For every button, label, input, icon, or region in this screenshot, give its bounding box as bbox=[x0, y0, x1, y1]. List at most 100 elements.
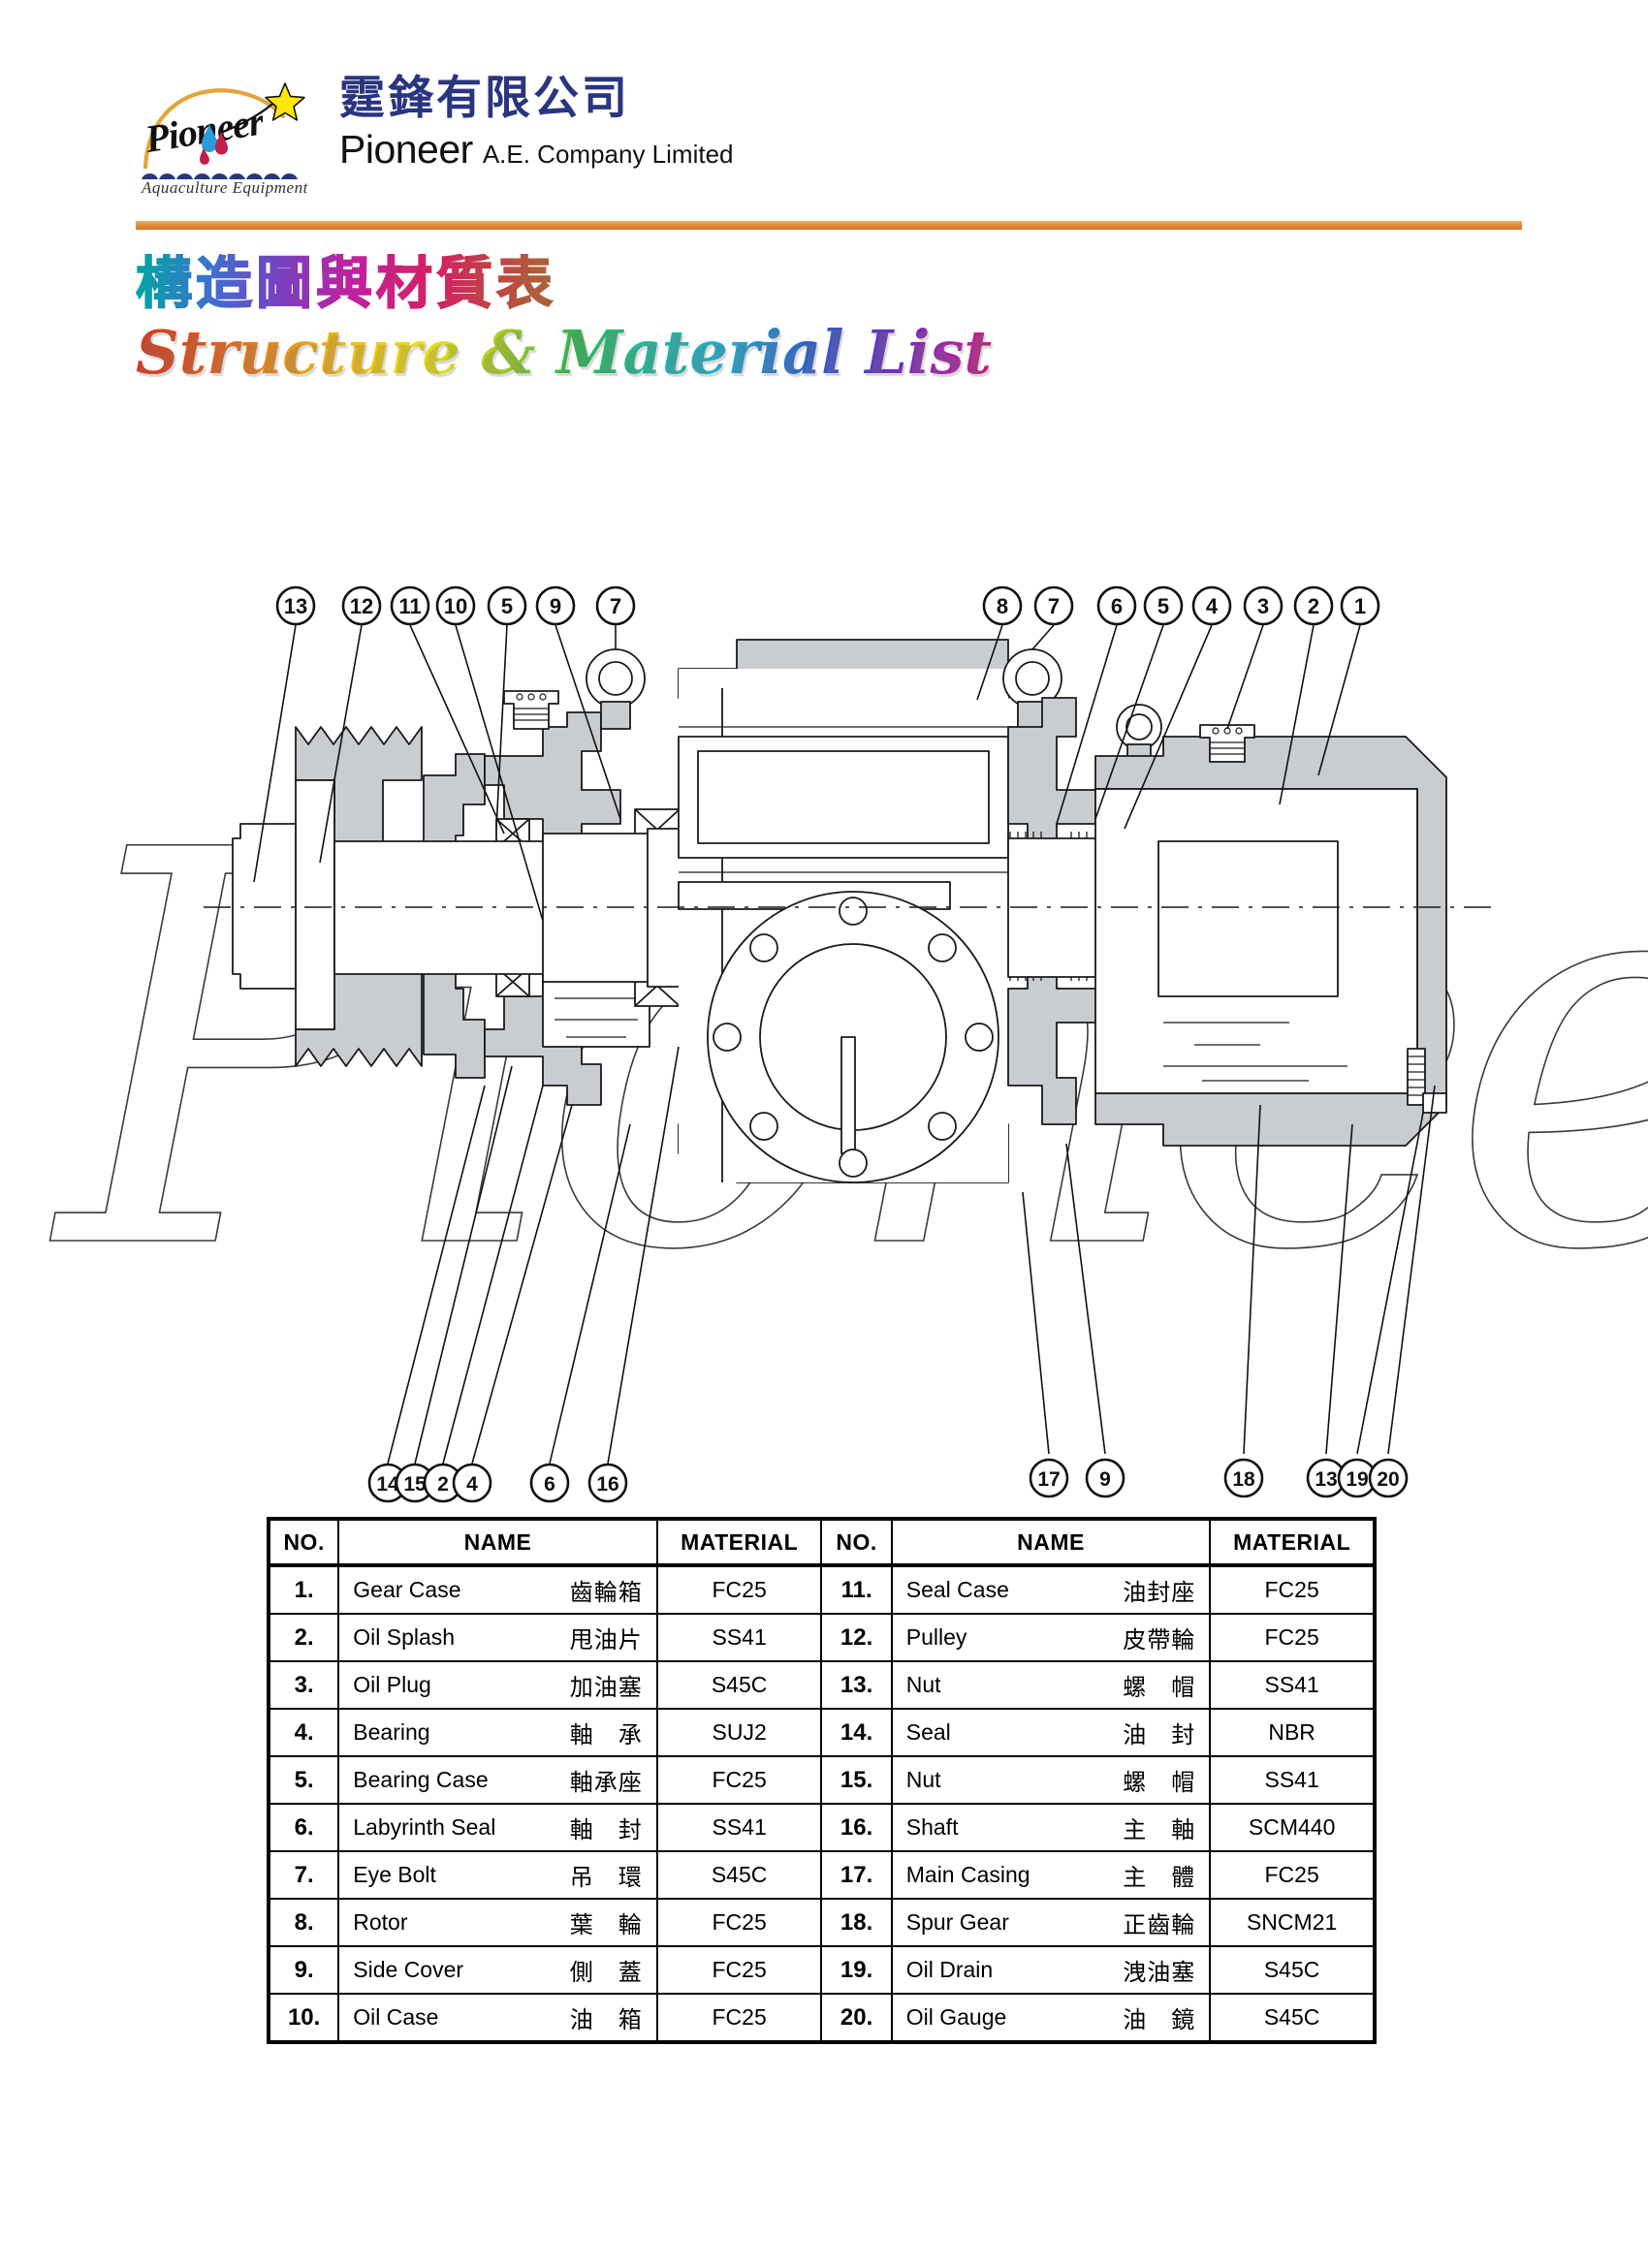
part-name-cn: 油封座 bbox=[1123, 1579, 1196, 1606]
part-name-en: Oil Plug bbox=[353, 1672, 431, 1697]
col-header-name-right: NAME bbox=[890, 1517, 1212, 1567]
part-name-cn: 主 體 bbox=[1123, 1864, 1196, 1891]
brand-name-english: Pioneer bbox=[339, 127, 473, 172]
part-number-left: 6. bbox=[266, 1803, 340, 1852]
part-name-cn: 油 封 bbox=[1123, 1721, 1196, 1748]
svg-text:9: 9 bbox=[550, 594, 561, 618]
part-name-en: Side Cover bbox=[353, 1957, 464, 1982]
part-number-right: 20. bbox=[820, 1993, 893, 2044]
oil-drain-plug bbox=[1422, 1092, 1447, 1114]
callout-9b: 9 bbox=[1085, 1458, 1125, 1498]
svg-text:12: 12 bbox=[350, 594, 373, 618]
page-header: Pioneer Aquaculture Equipment 霆鋒有限公司 bbox=[0, 0, 1648, 233]
callout-4b: 4 bbox=[452, 1463, 492, 1503]
part-name-cn: 齒輪箱 bbox=[569, 1579, 643, 1606]
part-name-en: Oil Drain bbox=[905, 1957, 994, 1982]
part-material-left: FC25 bbox=[655, 1564, 823, 1615]
callout-11: 11 bbox=[390, 585, 430, 626]
part-number-right: 18. bbox=[820, 1898, 893, 1947]
part-number-left: 8. bbox=[266, 1898, 340, 1947]
callout-9: 9 bbox=[535, 585, 576, 626]
part-material-right: SS41 bbox=[1209, 1755, 1377, 1805]
svg-text:6: 6 bbox=[544, 1473, 555, 1496]
part-name-en: Pulley bbox=[905, 1624, 967, 1650]
part-name-en: Oil Case bbox=[353, 2004, 439, 2030]
svg-text:7: 7 bbox=[610, 594, 621, 618]
logo-tagline: Aquaculture Equipment bbox=[142, 178, 308, 197]
col-header-no-right: NO. bbox=[820, 1517, 893, 1567]
part-name-en: Bearing Case bbox=[353, 1767, 489, 1792]
part-name-en: Nut bbox=[905, 1672, 941, 1697]
svg-text:15: 15 bbox=[403, 1473, 427, 1496]
part-name-left: Rotor 葉 輪 bbox=[337, 1898, 658, 1947]
part-name-cn: 葉 輪 bbox=[569, 1911, 643, 1938]
svg-text:2: 2 bbox=[1308, 594, 1319, 618]
brand-name-chinese: 霆鋒有限公司 bbox=[339, 72, 630, 125]
part-number-left: 7. bbox=[266, 1850, 340, 1900]
part-name-en: Labyrinth Seal bbox=[353, 1814, 496, 1840]
svg-text:14: 14 bbox=[376, 1473, 399, 1496]
part-number-left: 3. bbox=[266, 1660, 340, 1710]
part-material-right: FC25 bbox=[1209, 1564, 1377, 1615]
part-number-right: 15. bbox=[820, 1755, 893, 1805]
part-number-right: 19. bbox=[820, 1945, 893, 1995]
pioneer-logo: Pioneer Aquaculture Equipment bbox=[136, 76, 330, 197]
page-title-english: Structure & Material List bbox=[136, 317, 1008, 388]
callout-18: 18 bbox=[1223, 1458, 1264, 1498]
page-title-chinese: 構造圖與材質表 bbox=[135, 253, 1008, 313]
svg-text:13: 13 bbox=[284, 594, 307, 618]
logo-wave-icon bbox=[142, 173, 298, 179]
part-material-right: SNCM21 bbox=[1209, 1898, 1377, 1947]
part-material-right: SCM440 bbox=[1209, 1803, 1377, 1852]
part-material-left: FC25 bbox=[655, 1755, 823, 1805]
callout-8: 8 bbox=[982, 585, 1023, 626]
callout-5b: 5 bbox=[1143, 585, 1184, 626]
part-material-right: NBR bbox=[1209, 1708, 1377, 1757]
callout-7: 7 bbox=[595, 585, 636, 626]
callout-4: 4 bbox=[1191, 585, 1232, 626]
part-name-en: Eye Bolt bbox=[353, 1862, 436, 1887]
callout-bubbles: 13 12 11 10 5 9 7 8 7 6 5 4 bbox=[275, 585, 1409, 1503]
svg-text:2: 2 bbox=[437, 1473, 449, 1496]
part-name-en: Seal bbox=[905, 1719, 951, 1745]
part-name-cn: 油 箱 bbox=[569, 2006, 643, 2033]
structure-diagram: Pioneer bbox=[0, 582, 1648, 1512]
callout-20: 20 bbox=[1368, 1458, 1409, 1498]
col-header-no-left: NO. bbox=[266, 1517, 340, 1567]
part-number-left: 5. bbox=[266, 1755, 340, 1805]
part-material-left: S45C bbox=[655, 1850, 823, 1900]
part-material-left: SUJ2 bbox=[655, 1708, 823, 1757]
part-name-cn: 螺 帽 bbox=[1123, 1674, 1196, 1701]
header-divider bbox=[136, 221, 1522, 230]
svg-text:18: 18 bbox=[1232, 1468, 1255, 1491]
part-name-cn: 主 軸 bbox=[1123, 1816, 1196, 1843]
part-material-left: SS41 bbox=[655, 1613, 823, 1662]
oil-level-lines bbox=[1163, 1022, 1347, 1082]
brand-name-english-row: Pioneer A.E. Company Limited bbox=[339, 127, 734, 173]
part-name-en: Nut bbox=[905, 1767, 941, 1792]
callout-1: 1 bbox=[1340, 585, 1380, 626]
page-title-chinese-wrap: 構造圖與材質表 構造圖與材質表 bbox=[135, 253, 1008, 314]
part-name-en: Rotor bbox=[353, 1909, 408, 1935]
part-number-right: 17. bbox=[820, 1850, 893, 1900]
col-header-name-left: NAME bbox=[337, 1517, 658, 1567]
svg-text:5: 5 bbox=[501, 594, 513, 618]
water-droplet-icon bbox=[200, 124, 228, 165]
part-material-left: S45C bbox=[655, 1660, 823, 1710]
part-number-left: 9. bbox=[266, 1945, 340, 1995]
